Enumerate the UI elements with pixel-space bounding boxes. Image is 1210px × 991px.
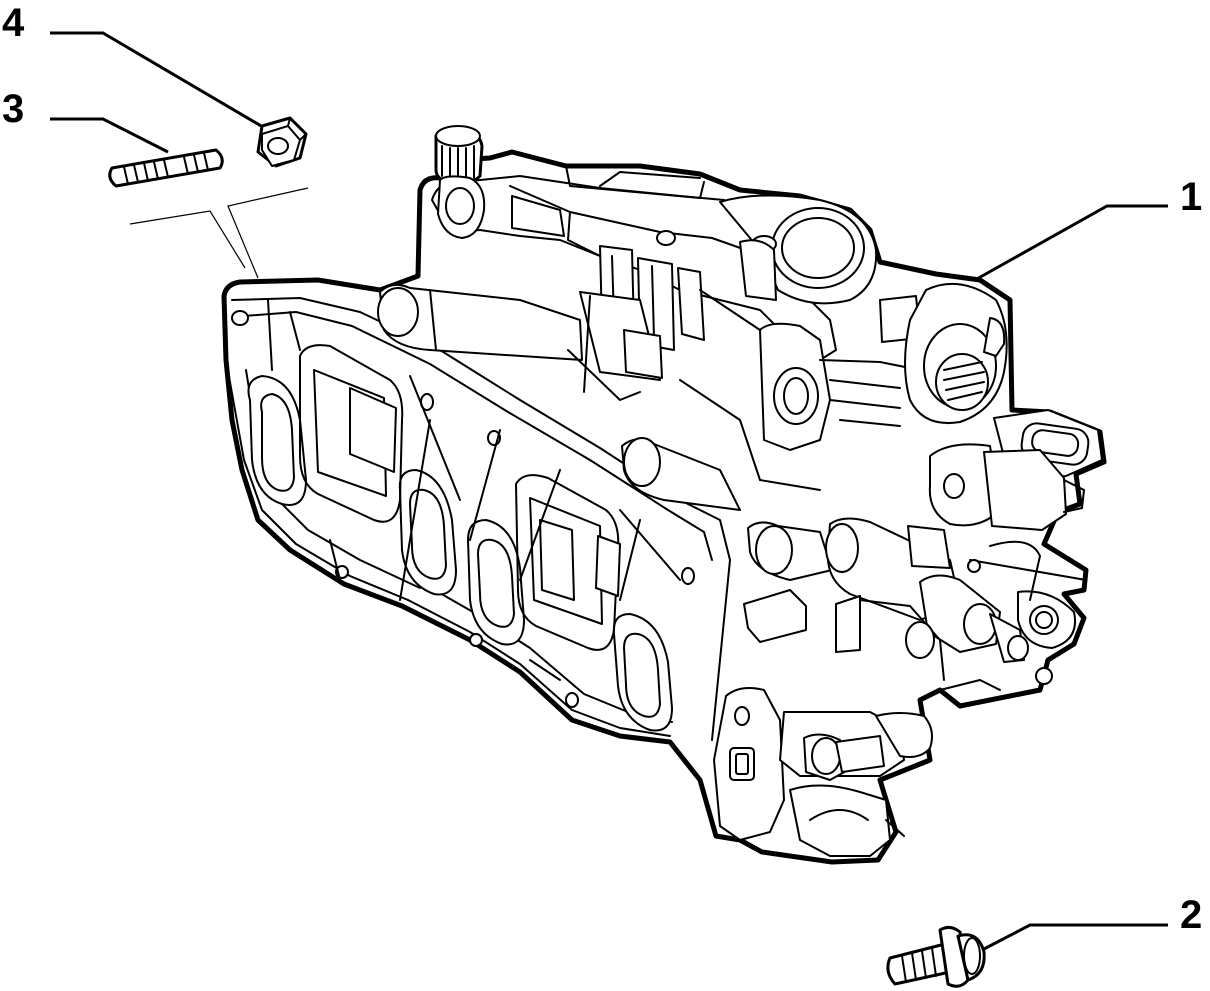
callout-label-4: 4: [2, 1, 25, 45]
runner-tubes: [377, 283, 833, 581]
callout-label-1: 1: [1180, 175, 1202, 219]
leader-line-2: [981, 923, 1168, 952]
leader-line-1: [974, 204, 1168, 282]
leader-line-3: [50, 117, 169, 154]
runner-pad: [743, 589, 807, 643]
port-windows: [299, 344, 621, 651]
intake-manifold-part-1: [221, 125, 1107, 865]
fuel-rail-line: [939, 679, 1001, 691]
center-tubes: [567, 239, 777, 401]
intake-ports: [247, 375, 673, 732]
leader-line-4: [50, 31, 269, 132]
hex-nut-part-4: [256, 116, 308, 168]
filler-knob: [434, 125, 486, 239]
lower-bracket: [713, 687, 933, 857]
sensor-housing: [879, 283, 1008, 424]
group-bracket: [129, 187, 309, 279]
flanged-bolt-part-2: [886, 925, 986, 988]
right-boss: [679, 289, 921, 491]
callout-label-2: 2: [1180, 893, 1202, 937]
flange-ribs: [267, 299, 681, 681]
throttle-bore: [656, 194, 878, 305]
connector-block: [928, 409, 1103, 531]
threaded-stud-part-3: [108, 148, 224, 188]
callout-label-3: 3: [2, 87, 24, 131]
lower-right-assembly: [825, 517, 1087, 685]
